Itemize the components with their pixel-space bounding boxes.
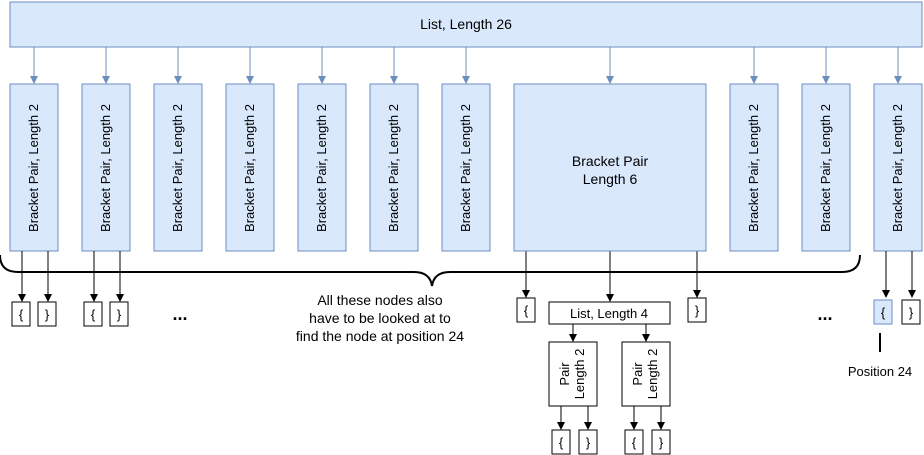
- bracket-pair-node-3: [153, 83, 203, 252]
- bracket-pair-node-1: [9, 83, 59, 252]
- close-brace-leaf: [651, 429, 671, 455]
- open-brace-leaf: [11, 301, 31, 327]
- bracket-pair-node-5: [297, 83, 347, 252]
- group-brace: [0, 254, 861, 287]
- small-pair-2-label-2: Length 2: [645, 349, 660, 400]
- small-pair-2-label-1: Pair: [630, 362, 645, 386]
- close-brace-leaf: [109, 301, 129, 327]
- open-brace-leaf-glyph: {: [91, 307, 96, 322]
- bracket-pair-node-7: [441, 83, 491, 252]
- bracket-pair-nodes: Bracket Pair, Length 2 Bracket Pair, Leng…: [9, 83, 923, 252]
- open-brace-leaf-glyph: {: [19, 307, 24, 322]
- bracket-pair-label-3: Bracket Pair, Length 2: [170, 104, 185, 232]
- root-list-node: [9, 1, 923, 48]
- bracket-pair-label-6: Bracket Pair, Length 2: [386, 104, 401, 232]
- bracket-pair-node-4: [225, 83, 275, 252]
- bracket-pair-label-8: Bracket Pair, Length 2: [746, 104, 761, 232]
- ellipsis-left: ...: [172, 304, 187, 324]
- small-pair-node-2: [621, 341, 671, 407]
- open-brace-leaf-glyph: {: [632, 435, 637, 450]
- ellipsis-right: ...: [817, 304, 832, 324]
- bracket-pair-label-5: Bracket Pair, Length 2: [314, 104, 329, 232]
- close-brace-leaf: [37, 301, 57, 327]
- small-pair-node-1: [548, 341, 598, 407]
- close-brace-leaf-glyph: }: [695, 303, 700, 318]
- close-brace-leaf-glyph: }: [117, 307, 122, 322]
- close-brace-leaf: [578, 429, 598, 455]
- close-brace-leaf-glyph: }: [45, 307, 50, 322]
- annotation-line-1: All these nodes also: [317, 292, 443, 308]
- close-brace-leaf-glyph: }: [659, 435, 664, 450]
- annotation-line-2: have to be looked at to: [309, 310, 451, 326]
- bracket-pair-length-6-label-1: Bracket Pair: [572, 153, 649, 169]
- inner-list-node: [548, 301, 671, 325]
- position-24-open-brace-leaf-glyph: {: [881, 305, 886, 320]
- bracket-pair-node-2: [81, 83, 131, 252]
- open-brace-leaf: [551, 429, 571, 455]
- close-brace-leaf-glyph: }: [909, 305, 914, 320]
- open-brace-leaf: [624, 429, 644, 455]
- open-brace-leaf: [516, 297, 536, 323]
- position-label: Position 24: [848, 364, 912, 379]
- bracket-pair-label-2: Bracket Pair, Length 2: [98, 104, 113, 232]
- bracket-pair-label-9: Bracket Pair, Length 2: [818, 104, 833, 232]
- bracket-pair-length-6-label-2: Length 6: [583, 171, 638, 187]
- bracket-pair-node-8: [729, 83, 779, 252]
- bracket-pair-label-4: Bracket Pair, Length 2: [242, 104, 257, 232]
- open-brace-leaf-glyph: {: [559, 435, 564, 450]
- bracket-pair-label-1: Bracket Pair, Length 2: [26, 104, 41, 232]
- root-list-label: List, Length 26: [420, 16, 512, 32]
- bracket-pair-node-10: [873, 83, 923, 252]
- open-brace-leaf-glyph: {: [524, 303, 529, 318]
- bracket-pair-node-6: [369, 83, 419, 252]
- bracket-pair-label-7: Bracket Pair, Length 2: [458, 104, 473, 232]
- bracket-pair-label-10: Bracket Pair, Length 2: [890, 104, 905, 232]
- close-brace-leaf: [901, 299, 921, 325]
- inner-list-label: List, Length 4: [570, 306, 648, 321]
- open-brace-leaf: [83, 301, 103, 327]
- bracket-pair-node-9: [801, 83, 851, 252]
- annotation-line-3: find the node at position 24: [296, 328, 464, 344]
- connectors: [18, 47, 916, 430]
- small-pair-1-label-2: Length 2: [572, 349, 587, 400]
- small-pair-1-label-1: Pair: [557, 362, 572, 386]
- bracket-pair-length-6-node: [513, 83, 707, 252]
- brace-leaves: {} {} {} {} {} {}: [11, 297, 921, 455]
- position-24-open-brace-leaf: [873, 299, 893, 325]
- close-brace-leaf: [687, 297, 707, 323]
- close-brace-leaf-glyph: }: [586, 435, 591, 450]
